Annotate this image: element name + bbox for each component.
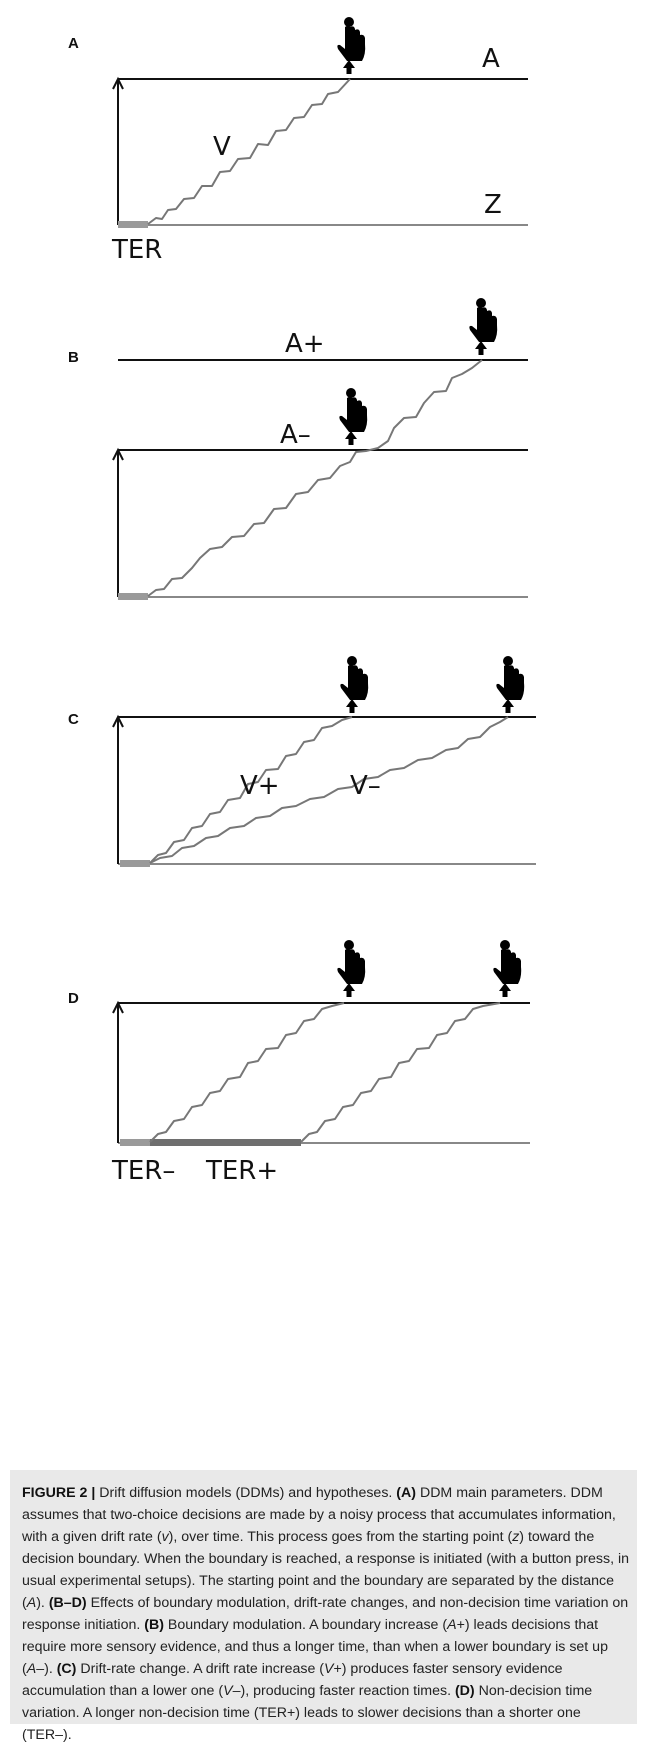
diffusion-path — [147, 359, 483, 597]
figure-caption: FIGURE 2 | Drift diffusion models (DDMs)… — [10, 1470, 637, 1743]
caption-italic: v — [161, 1529, 169, 1545]
up-arrow-icon — [475, 341, 487, 355]
caption-figure-label: FIGURE 2 | — [22, 1485, 96, 1501]
high-boundary-label: A+ — [285, 329, 325, 359]
caption-text: ), over time. This process goes from the… — [168, 1529, 513, 1545]
long-ter-path — [300, 1002, 501, 1143]
caption-text: Boundary modulation. A boundary increase… — [163, 1617, 448, 1633]
boundary-label: A — [482, 44, 500, 74]
up-arrow-icon — [343, 60, 355, 74]
panel-d-letter: D — [68, 990, 79, 1007]
finger-press-icon — [340, 656, 369, 701]
caption-label-d: (D) — [454, 1683, 475, 1699]
caption-label-c: (C) — [56, 1661, 77, 1677]
caption-text: Drift-rate change. A drift rate increase… — [76, 1661, 325, 1677]
slow-drift-path — [149, 716, 509, 864]
up-arrow-icon — [345, 431, 357, 445]
low-boundary-label: A– — [280, 420, 311, 450]
panel-c-letter: C — [68, 711, 79, 728]
caption-italic: V — [223, 1683, 233, 1699]
ter-label: TER — [111, 235, 162, 265]
caption-text: Effects of boundary modulation, drift-ra… — [22, 1595, 629, 1633]
caption-text: –). — [36, 1661, 57, 1677]
ter-short-label: TER– — [111, 1156, 175, 1186]
vertical-arrow-icon — [112, 1000, 124, 1143]
up-arrow-icon — [346, 699, 358, 713]
up-arrow-icon — [343, 983, 355, 997]
slow-drift-label: V– — [350, 771, 381, 801]
figure-svg: A A Z V TER B A+ A– C — [68, 17, 536, 1186]
caption-text: +) produces faster sensory evidence accu… — [22, 1661, 563, 1699]
ter-bar — [120, 860, 150, 867]
panel-d: D TER– TER+ — [68, 940, 530, 1186]
start-label: Z — [484, 190, 502, 220]
diffusion-path — [147, 78, 351, 225]
caption-text: ) toward the decision boundary. When the… — [22, 1529, 629, 1611]
panel-a: A A Z V TER — [68, 17, 528, 265]
fast-drift-path — [149, 716, 353, 864]
caption-italic: V — [324, 1661, 334, 1677]
finger-press-icon — [337, 17, 366, 62]
finger-press-icon — [339, 388, 368, 433]
vertical-arrow-icon — [112, 447, 124, 597]
ter-long-label: TER+ — [205, 1156, 278, 1186]
ter-long-bar — [150, 1139, 301, 1146]
finger-press-icon — [496, 656, 525, 701]
caption-label-bd: (B–D) — [48, 1595, 87, 1611]
vertical-arrow-icon — [112, 714, 124, 864]
caption-text: ). — [36, 1595, 49, 1611]
figure-diagram: A A Z V TER B A+ A– C — [68, 17, 536, 1186]
fast-drift-label: V+ — [240, 771, 280, 801]
finger-press-icon — [469, 298, 498, 343]
caption-italic: A — [26, 1661, 37, 1677]
panel-b: B A+ A– — [68, 298, 528, 600]
caption-italic: A — [26, 1595, 37, 1611]
caption-text: –), producing faster reaction times. — [232, 1683, 455, 1699]
caption-label-a: (A) — [396, 1485, 416, 1501]
caption-italic: A — [447, 1617, 457, 1633]
panel-a-letter: A — [68, 35, 79, 52]
vertical-arrow-icon — [112, 76, 124, 225]
caption-text: DDM main parameters. DDM assumes that tw… — [22, 1485, 616, 1545]
caption-label-b: (B) — [144, 1617, 164, 1633]
ter-short-bar — [120, 1139, 150, 1146]
caption-italic: z — [512, 1529, 520, 1545]
caption-text: Drift diffusion models (DDMs) and hypoth… — [95, 1485, 397, 1501]
finger-press-icon — [337, 940, 366, 985]
up-arrow-icon — [502, 699, 514, 713]
finger-press-icon — [493, 940, 522, 985]
panel-b-letter: B — [68, 349, 79, 366]
ter-bar — [118, 593, 148, 600]
short-ter-path — [149, 1002, 345, 1143]
drift-label: V — [213, 132, 231, 162]
ter-bar — [118, 221, 148, 228]
up-arrow-icon — [499, 983, 511, 997]
caption-text: +) leads decisions that require more sen… — [22, 1617, 608, 1677]
panel-c: C V+ V– — [68, 656, 536, 867]
